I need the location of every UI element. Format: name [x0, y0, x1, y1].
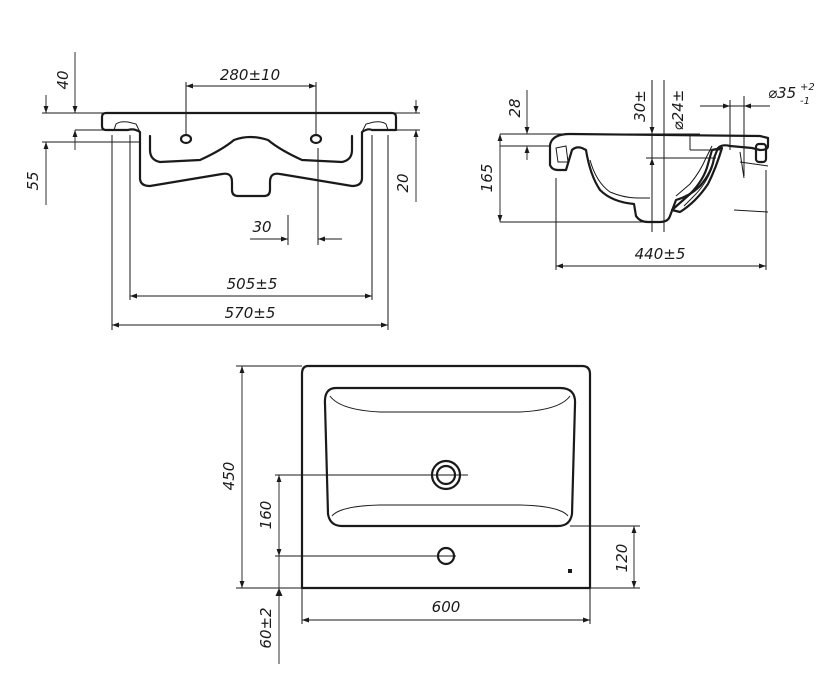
side-dim-35-tol-lower: -1 [800, 96, 810, 107]
top-view-basin-front [329, 395, 571, 413]
side-view: 28 165 30± ⌀24± ⌀35 +2 -1 440±5 [478, 80, 815, 270]
front-view-tap-hole-right [309, 133, 323, 145]
side-view-overflow-channel [670, 146, 724, 214]
top-view: 450 160 120 600 60±2 [220, 364, 640, 664]
top-view-outline [300, 364, 592, 590]
front-dim-20: 20 [394, 173, 412, 192]
top-dim-160: 160 [257, 501, 275, 530]
side-view-outline [548, 132, 770, 224]
front-dim-570: 570±5 [225, 304, 276, 322]
front-dim-30: 30 [252, 218, 271, 236]
side-dim-28: 28 [506, 98, 524, 117]
top-dim-120: 120 [613, 544, 631, 573]
front-dim-280: 280±10 [220, 66, 280, 84]
top-view-overflow-marker [568, 569, 572, 573]
top-dim-600: 600 [432, 598, 461, 616]
front-view: 280±10 40 55 20 30 505±5 570±5 [24, 52, 420, 330]
side-view-overflow-hole [754, 142, 768, 164]
top-dim-60: 60±2 [257, 607, 275, 648]
side-dim-165: 165 [478, 164, 496, 193]
top-dim-450: 450 [220, 462, 238, 491]
side-dim-35: ⌀35 [768, 84, 796, 102]
top-view-basin-back [331, 504, 569, 517]
side-dim-30: 30± [631, 90, 649, 122]
side-dim-24: ⌀24± [669, 90, 687, 131]
side-dim-440: 440±5 [635, 245, 686, 263]
side-view-inner [555, 145, 717, 207]
front-dim-505: 505±5 [227, 275, 278, 293]
front-view-basin-edge [113, 121, 389, 133]
side-dim-35-tol-upper: +2 [800, 82, 815, 93]
top-view-basin [323, 386, 577, 528]
front-dim-55: 55 [24, 171, 42, 190]
front-dim-40: 40 [54, 70, 72, 89]
front-view-basin-curve [148, 134, 354, 164]
front-view-tap-hole-left [179, 133, 193, 145]
